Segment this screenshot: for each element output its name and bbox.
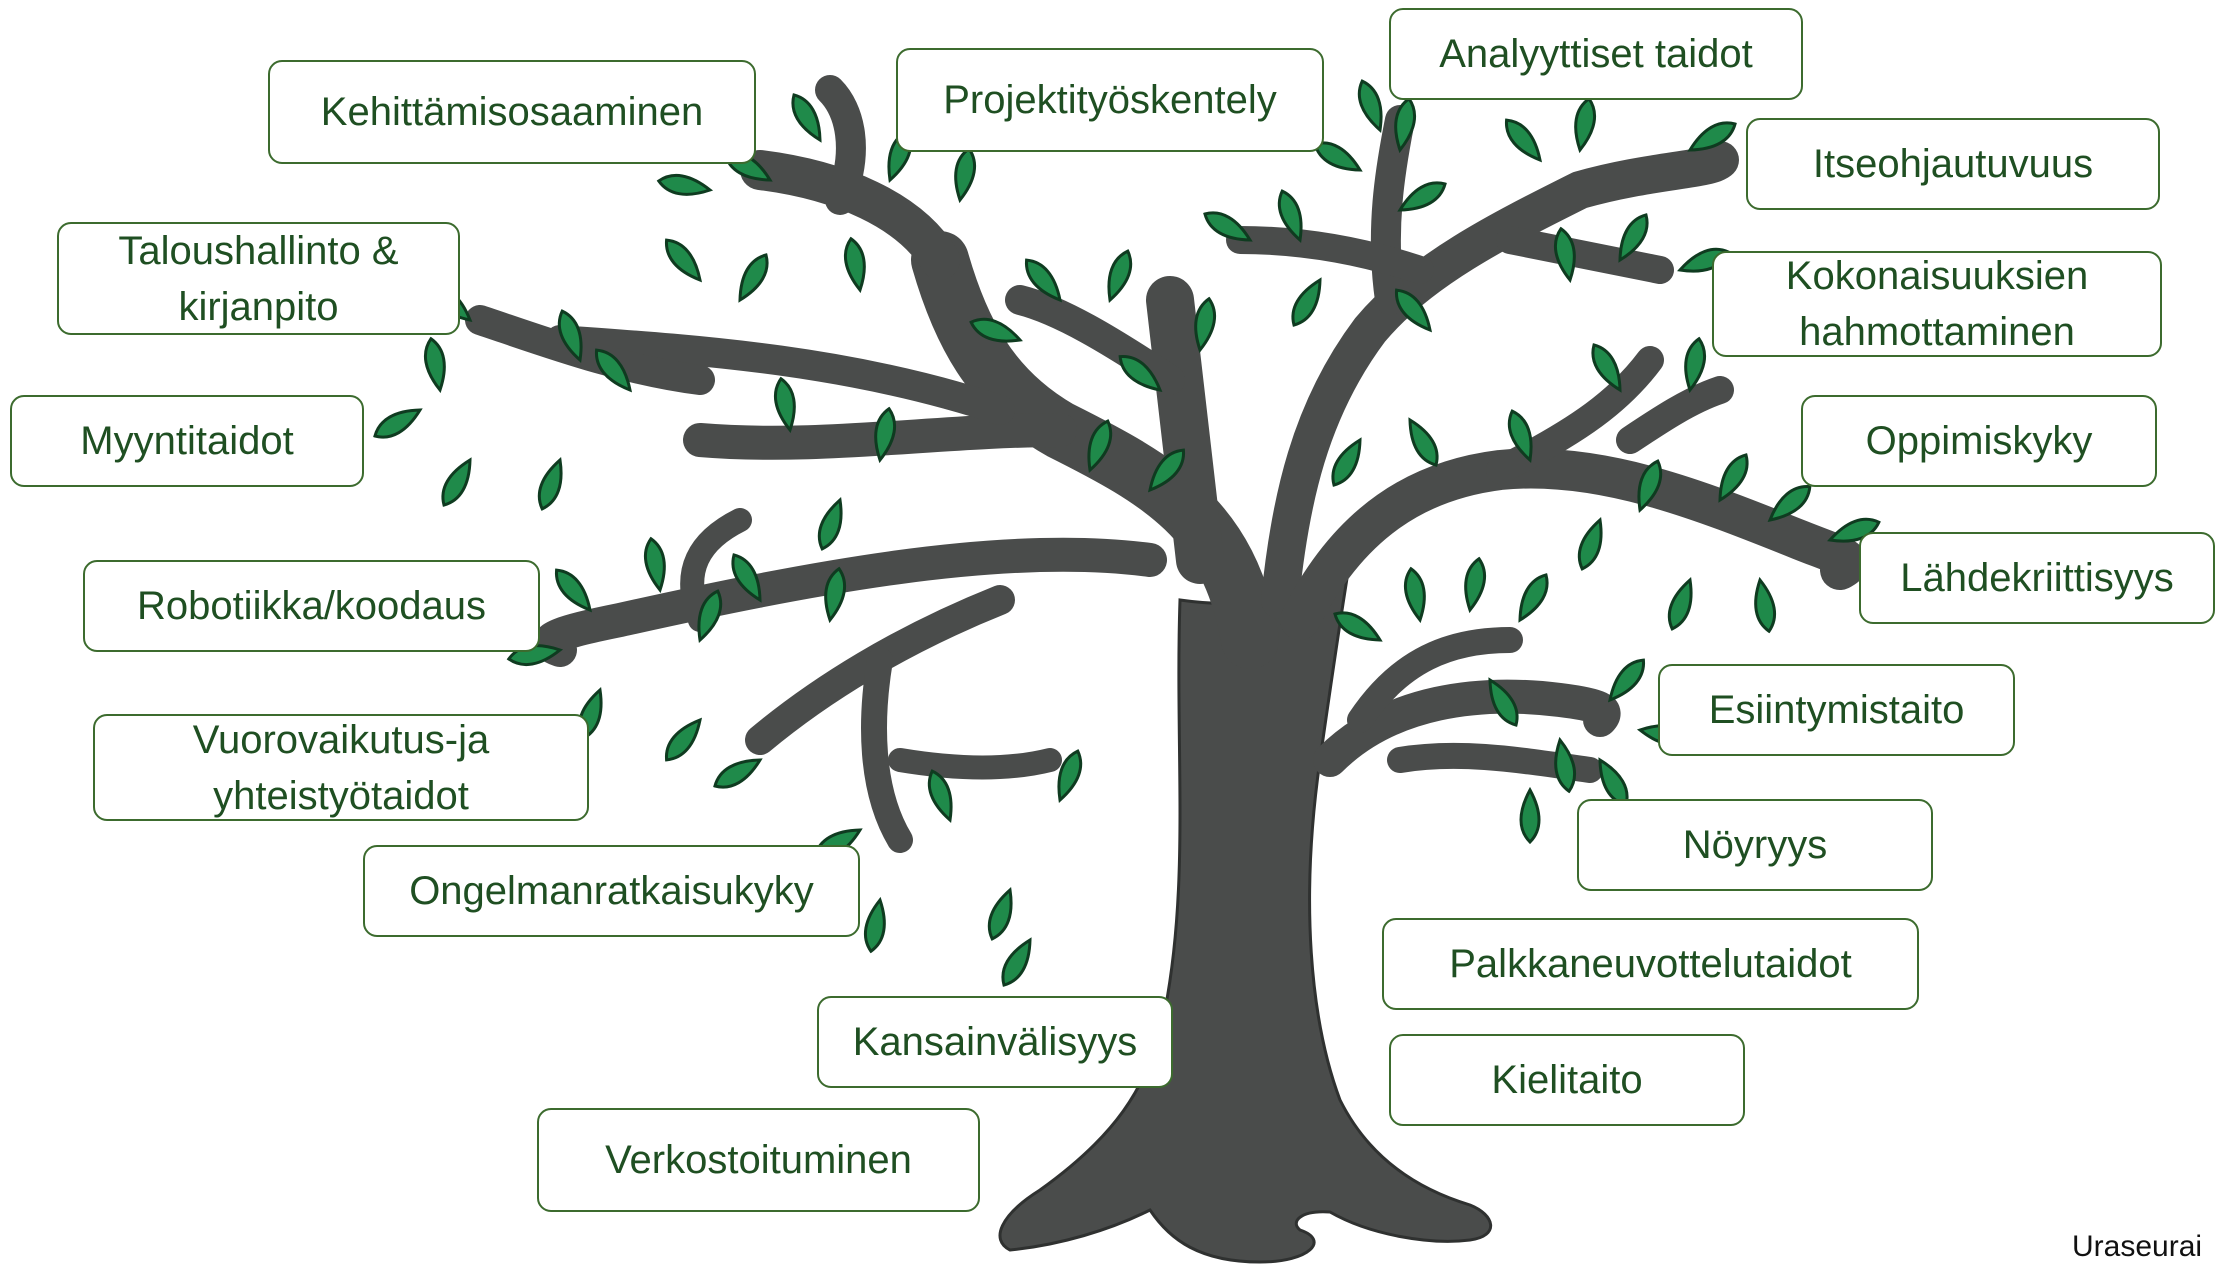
skill-label-esiintymistaito: Esiintymistaito: [1658, 664, 2015, 756]
skill-label-vuorovaikutus: Vuorovaikutus-ja yhteistyötaidot: [93, 714, 589, 821]
skill-label-lahdekriittisyys: Lähdekriittisyys: [1859, 532, 2215, 624]
skill-label-itseohjautuvuus: Itseohjautuvuus: [1746, 118, 2160, 210]
credit-text: Uraseurai: [2072, 1230, 2203, 1263]
tree-branches: [465, 75, 1868, 853]
skill-label-verkostoituminen: Verkostoituminen: [537, 1108, 980, 1212]
skill-label-kansainvalisyys: Kansainvälisyys: [817, 996, 1173, 1088]
skill-label-noyryys: Nöyryys: [1577, 799, 1933, 891]
skill-label-myyntitaidot: Myyntitaidot: [10, 395, 364, 487]
skill-label-palkkaneuvottelutaidot: Palkkaneuvottelutaidot: [1382, 918, 1919, 1010]
skill-label-kehittamisosaaminen: Kehittämisosaaminen: [268, 60, 756, 164]
skill-label-projektityoskentely: Projektityöskentely: [896, 48, 1324, 152]
skill-label-kielitaito: Kielitaito: [1389, 1034, 1745, 1126]
skill-label-analyyttiset-taidot: Analyyttiset taidot: [1389, 8, 1803, 100]
skill-label-oppimiskyky: Oppimiskyky: [1801, 395, 2157, 487]
skill-label-ongelmanratkaisukyky: Ongelmanratkaisukyky: [363, 845, 860, 937]
skill-label-kokonaisuuksien: Kokonaisuuksien hahmottaminen: [1712, 251, 2162, 357]
skill-label-robotiikka: Robotiikka/koodaus: [83, 560, 540, 652]
skill-label-taloushallinto: Taloushallinto & kirjanpito: [57, 222, 460, 335]
tree-leaves: [373, 79, 1881, 987]
